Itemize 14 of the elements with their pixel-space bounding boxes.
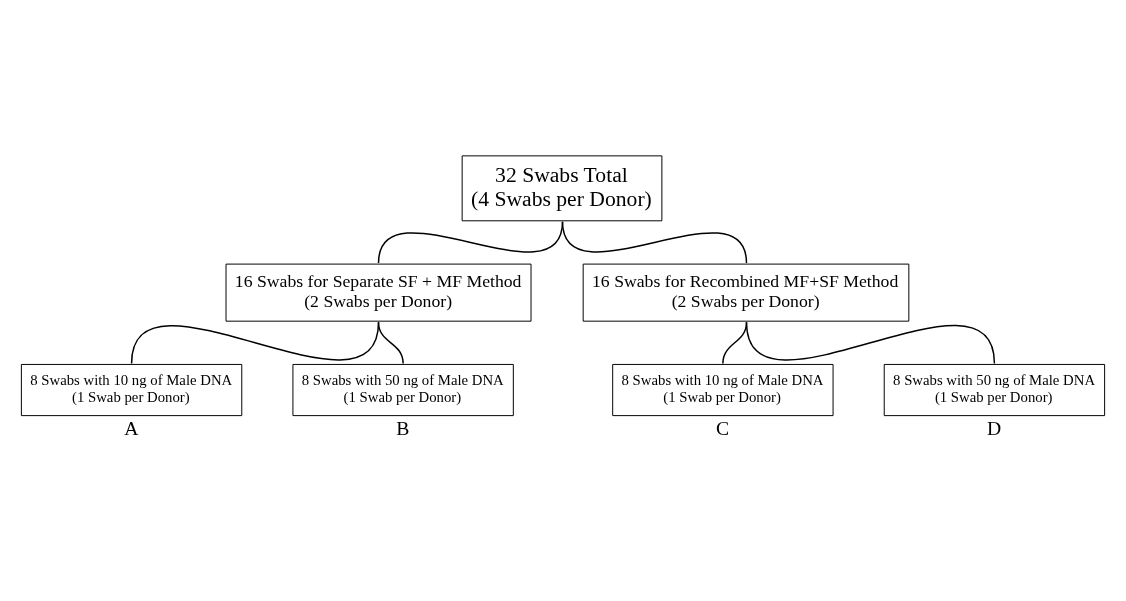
node-box: 32 Swabs Total (4 Swabs per Donor) (461, 155, 663, 222)
node-box: 8 Swabs with 10 ng of Male DNA (1 Swab per Donor) (612, 363, 834, 417)
node-box: 8 Swabs with 50 ng of Male DNA (1 Swab per Donor) (292, 363, 514, 417)
node-box: 8 Swabs with 10 ng of Male DNA (1 Swab per Donor) (20, 363, 243, 417)
node-box: 16 Swabs for Separate SF + MF Method (2 Swabs per Donor) (225, 263, 532, 322)
node-label: C (715, 417, 730, 440)
node-box: 8 Swabs with 50 ng of Male DNA (1 Swab per Donor) (883, 363, 1106, 417)
node-label: B (396, 417, 410, 440)
node-box: 16 Swabs for Recombined MF+SF Method (2 Swabs per Donor) (582, 263, 910, 322)
connector (561, 221, 748, 264)
node-label: D (987, 417, 1002, 440)
connector (377, 321, 404, 365)
node-label: A (124, 417, 139, 440)
connector (745, 321, 996, 365)
